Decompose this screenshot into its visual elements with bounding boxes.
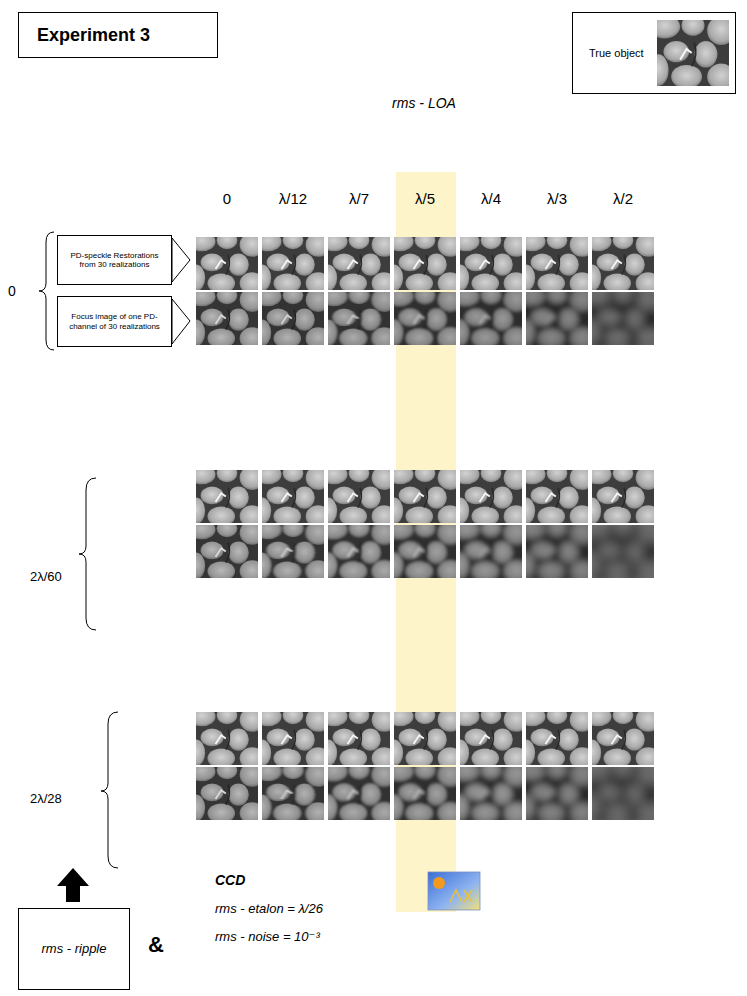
focus-image [311,277,407,361]
box-label: PD-speckle Restorations from 30 realizat… [63,251,166,269]
column-header: λ/5 [415,190,435,207]
focus-image [245,752,341,836]
focus-image [179,277,275,361]
column-header: λ/7 [349,190,369,207]
focus-image [509,752,605,836]
logo [428,872,480,910]
parameter-box: rms - ripple [18,908,130,990]
parameter-value: rms - etalon = λ/26 [215,902,323,917]
focus-image [179,510,275,594]
row-group-label: 2λ/28 [30,792,62,807]
focus-image [509,510,605,594]
focus-image [245,510,341,594]
brace [101,712,118,868]
focus-image [377,752,473,836]
up-arrow [57,868,89,902]
focus-image [311,510,407,594]
column-header: λ/3 [547,190,567,207]
focus-image [443,510,539,594]
focus-image [179,752,275,836]
focus-image [377,277,473,361]
focus-image [443,277,539,361]
title: Experiment 3 [19,25,150,46]
callout-box: Focus image of one PD-channel of 30 real… [57,296,172,347]
image-grid [179,222,671,836]
focus-image [377,510,473,594]
true-object-image [639,3,747,103]
parameter-heading: CCD [215,872,245,888]
focus-image [311,752,407,836]
brace [79,478,96,630]
row-group-label: 2λ/60 [30,570,62,585]
brace [39,232,54,350]
column-header: 0 [223,190,231,207]
box-label: Focus image of one PD-channel of 30 real… [63,312,166,330]
focus-image [575,277,671,361]
focus-image [575,510,671,594]
parameter-value: rms - noise = 10⁻³ [215,930,320,945]
callout-arrowhead [172,238,190,282]
column-header: λ/12 [279,190,307,207]
callout-arrowhead [172,299,190,344]
title-box: Experiment 3 [18,12,218,58]
column-header: λ/2 [613,190,633,207]
focus-image [443,752,539,836]
ampersand: & [148,932,164,957]
row-group-label: 0 [8,283,16,299]
callout-box: PD-speckle Restorations from 30 realizat… [57,235,172,285]
box-label: True object [589,47,644,60]
box-label: rms - ripple [41,942,106,957]
focus-image [245,277,341,361]
axis-title: rms - LOA [392,95,456,111]
focus-image [509,277,605,361]
focus-image [575,752,671,836]
image-caption-box: True object [572,12,736,94]
column-header: λ/4 [481,190,501,207]
